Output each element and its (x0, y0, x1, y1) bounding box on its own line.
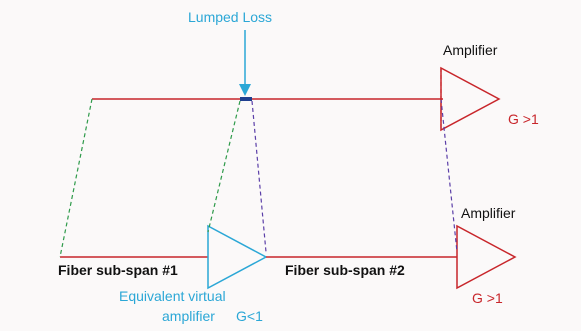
top-amplifier-triangle (440, 66, 501, 132)
lumped-loss-label: Lumped Loss (188, 9, 273, 25)
gain-top-label: G >1 (508, 111, 539, 127)
amplifier-bottom-label: Amplifier (461, 205, 516, 221)
fiber-sub-span-2-label: Fiber sub-span #2 (285, 262, 405, 278)
virtual-amplifier-label-line2: amplifier (162, 308, 215, 324)
projection-span2-start (251, 100, 267, 253)
projection-span1-start (59, 98, 93, 258)
fiber-sub-span-1-label: Fiber sub-span #1 (58, 262, 178, 278)
virtual-amplifier-triangle (207, 224, 268, 290)
amplifier-top-label: Amplifier (443, 42, 498, 58)
gain-bottom-label: G >1 (472, 290, 503, 306)
projection-span2-end (440, 98, 458, 253)
virtual-amplifier-label-line1: Equivalent virtual (119, 288, 226, 304)
projection-span1-end (207, 100, 241, 233)
virtual-gain-label: G<1 (236, 308, 263, 324)
bottom-amplifier-triangle (456, 224, 517, 290)
